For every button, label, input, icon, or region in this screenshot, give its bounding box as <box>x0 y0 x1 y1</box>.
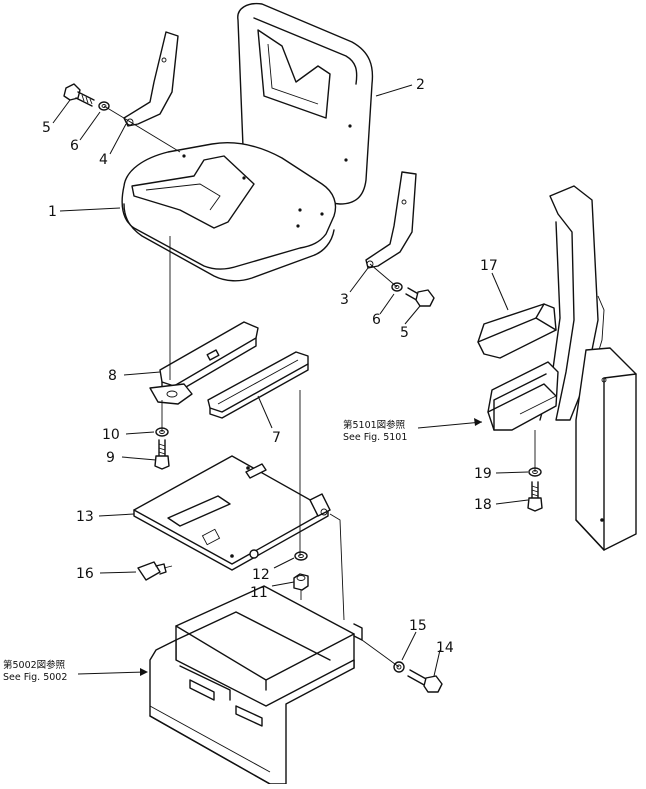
ref-5002-en: See Fig. 5002 <box>3 672 67 683</box>
armrest-pad-17 <box>477 303 557 359</box>
console-post <box>539 185 637 551</box>
left-seat-bracket <box>123 31 179 127</box>
callout-10: 10 <box>102 427 120 443</box>
nut-11 <box>293 573 309 591</box>
callout-3: 3 <box>340 292 349 308</box>
callout-16: 16 <box>76 566 94 582</box>
callout-4: 4 <box>99 152 108 168</box>
ref-5101-en: See Fig. 5101 <box>343 432 407 443</box>
callout-11: 11 <box>250 585 268 601</box>
callout-17: 17 <box>480 258 498 274</box>
reference-fig-5002: 第5002図参照 See Fig. 5002 <box>3 659 67 683</box>
slide-rail-left <box>149 321 259 405</box>
callout-5-right: 5 <box>400 325 409 341</box>
bolt-14 <box>407 669 443 693</box>
slide-rail-right <box>207 351 309 419</box>
assembly-lines <box>103 105 536 668</box>
callout-9: 9 <box>106 450 115 466</box>
callout-14: 14 <box>436 640 454 656</box>
bolt-left-top <box>63 83 95 107</box>
callout-1: 1 <box>48 204 57 220</box>
callout-18: 18 <box>474 497 492 513</box>
callout-6-left: 6 <box>70 138 79 154</box>
bolt-18 <box>527 481 543 512</box>
leader-lines <box>52 84 529 677</box>
bolt-right <box>405 287 435 307</box>
callout-2: 2 <box>416 77 425 93</box>
callout-15: 15 <box>409 618 427 634</box>
right-seat-bracket <box>365 171 417 269</box>
callout-labels: 1 2 3 4 5 5 6 6 7 8 9 10 11 12 13 14 15 … <box>42 77 498 656</box>
ref-5101-jp: 第5101図参照 <box>343 419 406 431</box>
bolt-9 <box>154 439 170 470</box>
callout-7: 7 <box>272 430 281 446</box>
seat-box <box>149 585 363 785</box>
base-plate <box>133 455 331 571</box>
callout-12: 12 <box>252 567 270 583</box>
washer-12 <box>294 551 308 561</box>
callout-5-left: 5 <box>42 120 51 136</box>
lever-16 <box>137 561 173 581</box>
armrest-bracket <box>487 361 559 431</box>
reference-fig-5101: 第5101図参照 See Fig. 5101 <box>343 419 407 443</box>
callout-6-right: 6 <box>372 312 381 328</box>
callout-8: 8 <box>108 368 117 384</box>
seat-assembly <box>121 2 374 282</box>
callout-19: 19 <box>474 466 492 482</box>
callout-13: 13 <box>76 509 94 525</box>
ref-5002-jp: 第5002図参照 <box>3 659 66 671</box>
